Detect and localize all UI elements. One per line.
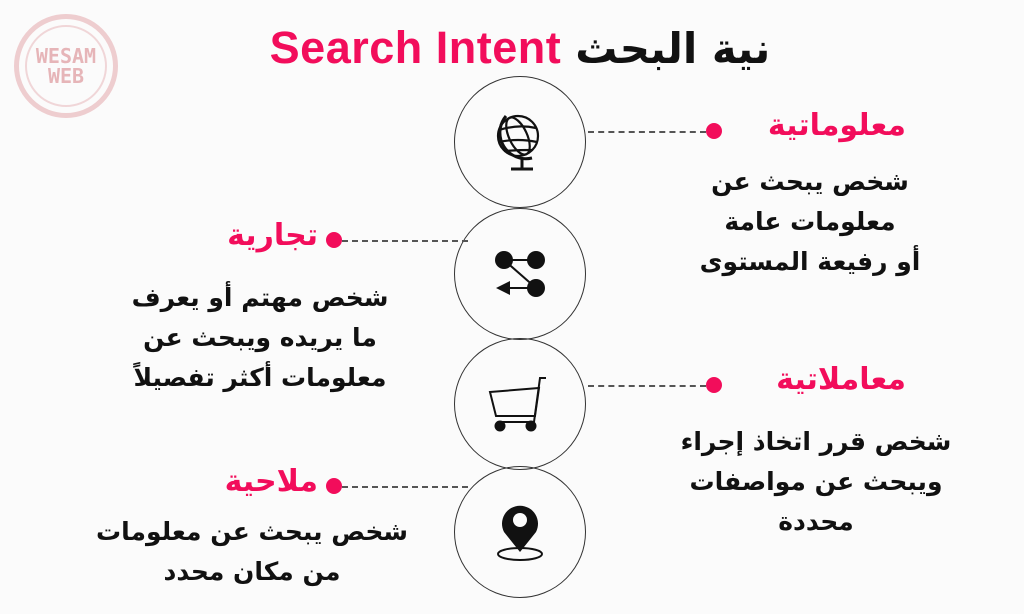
desc-line: ما يريده ويبحث عن: [143, 323, 377, 352]
shopping-cart-icon: [488, 377, 546, 432]
desc-line: شخص قرر اتخاذ إجراء: [680, 427, 952, 456]
desc-line: ويبحث عن مواصفات: [689, 467, 943, 496]
desc-line: أو رفيعة المستوى: [699, 247, 921, 276]
desc-line: شخص يبحث عن معلومات: [96, 517, 408, 546]
connector-informational: [588, 131, 706, 133]
commercial-icon-circle: [454, 208, 586, 340]
informational-icon-circle: [454, 76, 586, 208]
title-english: Search Intent: [269, 22, 562, 73]
bullet-transactional: [706, 377, 722, 393]
heading-commercial: تجارية: [227, 218, 318, 253]
desc-transactional: شخص قرر اتخاذ إجراء ويبحث عن مواصفات محد…: [666, 422, 966, 542]
globe-icon: [496, 114, 540, 171]
title-arabic: نية البحث: [575, 23, 771, 73]
desc-line: شخص يبحث عن: [711, 167, 909, 196]
desc-line: معلومات عامة: [724, 207, 896, 236]
bullet-informational: [706, 123, 722, 139]
desc-line: معلومات أكثر تفصيلاً: [133, 363, 387, 392]
navigational-icon-circle: [454, 466, 586, 598]
page-title: Search Intent نية البحث: [0, 22, 1024, 74]
desc-line: من مكان محدد: [163, 557, 341, 586]
heading-informational: معلوماتية: [767, 108, 906, 143]
desc-informational: شخص يبحث عن معلومات عامة أو رفيعة المستو…: [690, 162, 930, 282]
bullet-navigational: [326, 478, 342, 494]
heading-transactional: معاملاتية: [776, 362, 906, 397]
location-pin-icon: [497, 505, 543, 561]
desc-line: محددة: [778, 507, 854, 536]
desc-commercial: شخص مهتم أو يعرف ما يريده ويبحث عن معلوم…: [100, 278, 420, 398]
connector-navigational: [342, 486, 468, 488]
share-flow-icon: [495, 251, 545, 297]
transactional-icon-circle: [454, 338, 586, 470]
desc-line: شخص مهتم أو يعرف: [131, 283, 389, 312]
bullet-commercial: [326, 232, 342, 248]
heading-navigational: ملاحية: [224, 464, 318, 499]
desc-navigational: شخص يبحث عن معلومات من مكان محدد: [82, 512, 422, 592]
connector-commercial: [342, 240, 468, 242]
wesam-web-logo: WESAM WEB: [14, 14, 118, 118]
connector-transactional: [588, 385, 706, 387]
